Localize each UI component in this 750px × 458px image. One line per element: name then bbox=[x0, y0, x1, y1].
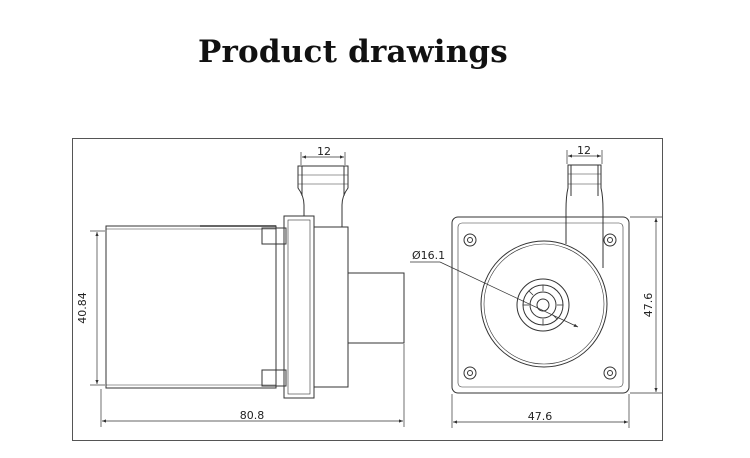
outlet-nozzle-front bbox=[565, 164, 604, 268]
square-flange bbox=[451, 216, 630, 394]
inlet-tube bbox=[347, 272, 405, 344]
dimension-width bbox=[451, 394, 630, 428]
dimension-inlet-diameter bbox=[410, 261, 579, 328]
front-view bbox=[410, 150, 662, 428]
pump-housing bbox=[313, 226, 349, 388]
corner-hole-top-left bbox=[463, 233, 477, 247]
outlet-nozzle bbox=[297, 165, 349, 227]
side-view bbox=[90, 152, 405, 427]
label-inlet-diameter: Ø16.1 bbox=[412, 249, 445, 262]
label-height: 47.6 bbox=[642, 293, 655, 318]
page-title: Product drawings bbox=[198, 34, 508, 70]
label-body-height: 40.84 bbox=[76, 292, 89, 324]
corner-hole-top-right bbox=[603, 233, 617, 247]
drawing-frame bbox=[72, 138, 663, 441]
dimension-body-height bbox=[90, 230, 105, 386]
label-width: 47.6 bbox=[528, 410, 553, 423]
label-outlet-width-front: 12 bbox=[577, 144, 591, 157]
inlet-port bbox=[516, 278, 570, 332]
label-total-length: 80.8 bbox=[240, 409, 265, 422]
dimension-outlet-width-front bbox=[566, 150, 603, 164]
dimension-outlet-width-side bbox=[300, 152, 346, 165]
dimension-height bbox=[630, 216, 662, 394]
motor-body bbox=[105, 225, 277, 389]
corner-hole-bottom-left bbox=[463, 366, 477, 380]
label-outlet-width-side: 12 bbox=[317, 145, 331, 158]
flange-plate bbox=[283, 215, 315, 399]
volute-housing bbox=[480, 240, 608, 368]
corner-hole-bottom-right bbox=[603, 366, 617, 380]
dimension-total-length bbox=[100, 344, 405, 427]
mounting-stud-bottom bbox=[261, 369, 287, 387]
mounting-stud-top bbox=[261, 227, 287, 245]
